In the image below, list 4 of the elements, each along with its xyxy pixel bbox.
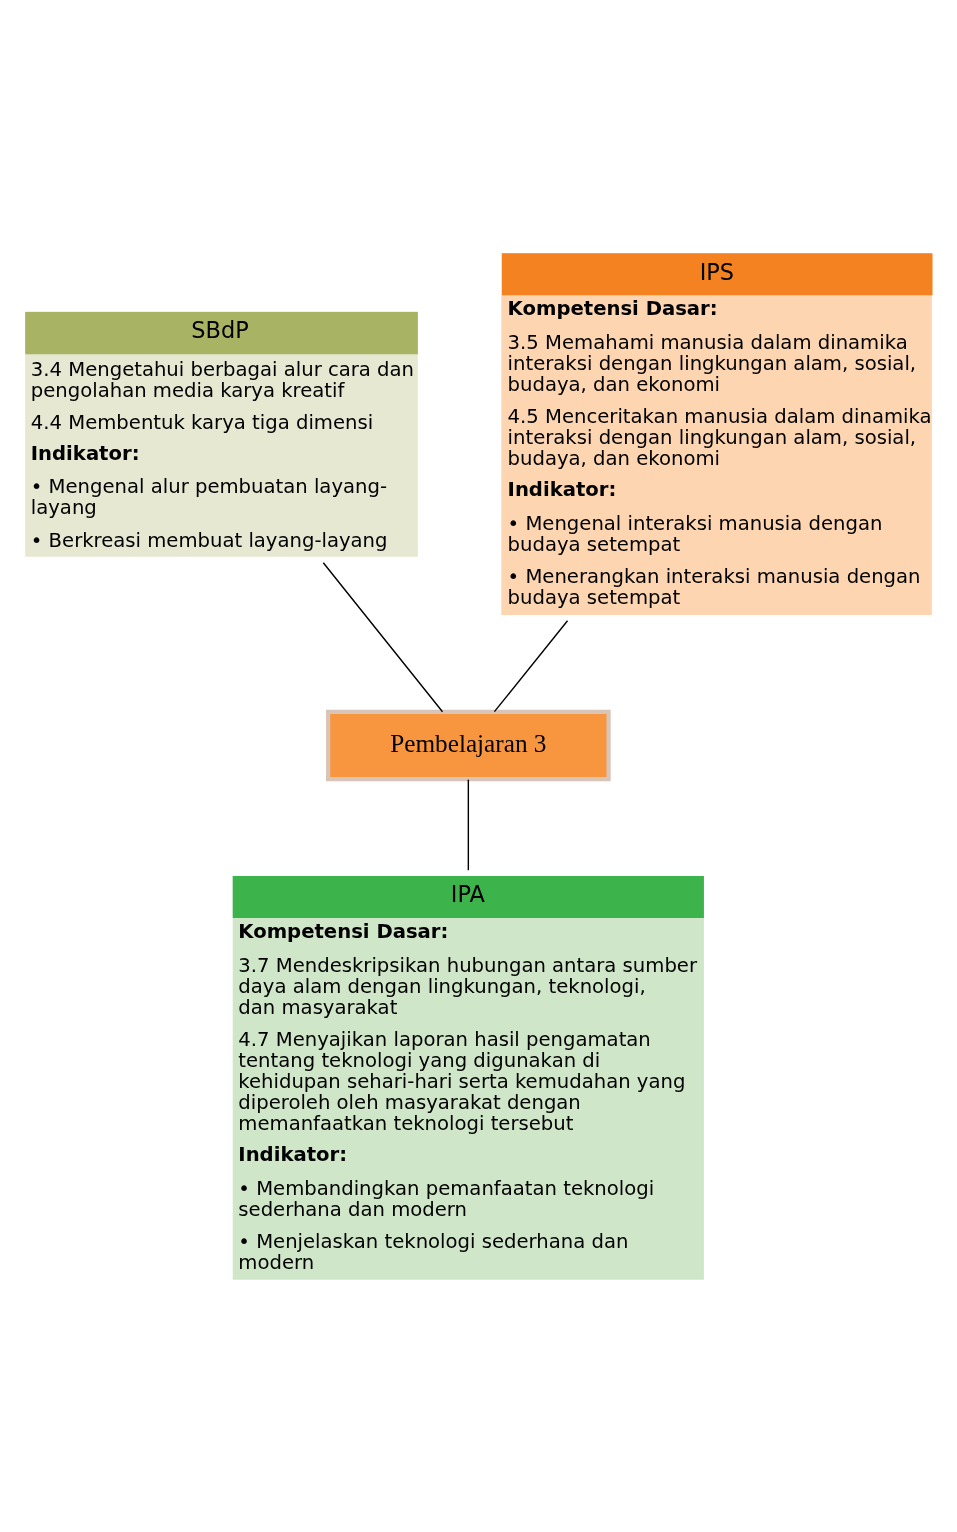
- connector: [322, 561, 444, 712]
- connector: [467, 778, 470, 871]
- node-box: Pembelajaran 3: [326, 709, 611, 781]
- connector: [493, 619, 569, 712]
